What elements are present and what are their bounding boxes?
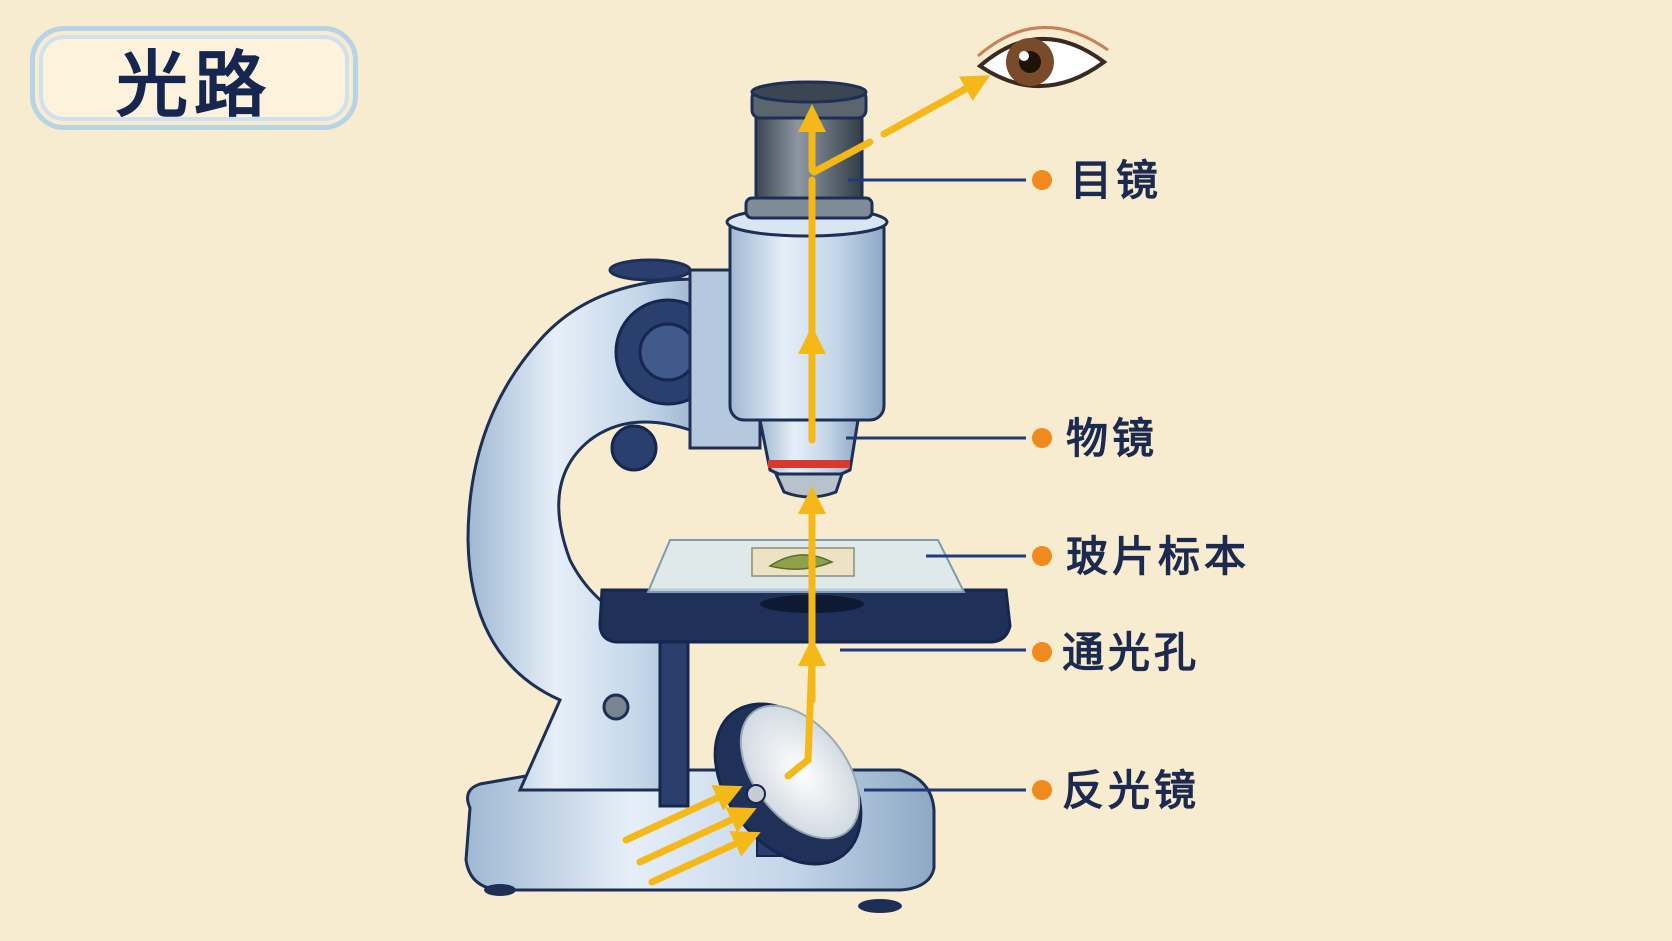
label-objective: 物镜 — [1066, 414, 1159, 463]
page-title: 光路 — [115, 42, 272, 127]
label-eyepiece: 目镜 — [1070, 156, 1163, 205]
light-arrow-icon — [622, 785, 743, 844]
light-arrow-icon — [880, 75, 991, 138]
light-arrow-icon — [648, 831, 761, 886]
objective-lens — [758, 418, 860, 499]
label-dots — [1032, 170, 1052, 800]
label-aperture: 通光孔 — [1062, 628, 1201, 677]
leader-lines — [840, 178, 1026, 792]
microscope-stage — [598, 588, 1012, 808]
arm-cap — [608, 258, 692, 282]
light-path — [622, 75, 991, 886]
label-mirror: 反光镜 — [1062, 766, 1201, 815]
light-arrow-icon — [636, 807, 757, 866]
glass-slide — [646, 539, 966, 593]
eye-icon — [976, 25, 1109, 88]
title-box: 光路 — [30, 26, 358, 130]
microscope-arm — [466, 277, 722, 792]
label-slide: 玻片标本 — [1066, 532, 1251, 581]
body-tube — [725, 206, 889, 422]
